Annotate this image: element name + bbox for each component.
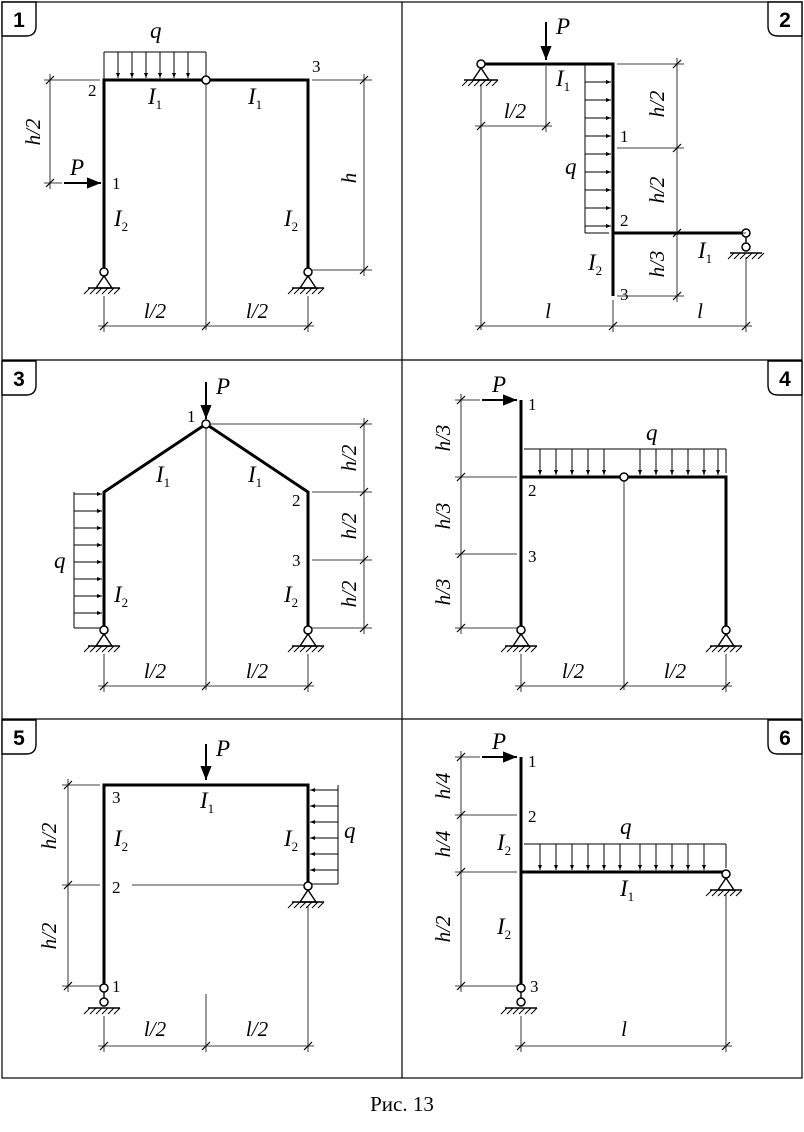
svg-text:2: 2: [528, 807, 537, 826]
svg-text:I2: I2: [496, 830, 511, 858]
svg-text:4: 4: [779, 368, 791, 391]
svg-text:h/2: h/2: [645, 90, 669, 117]
svg-text:P: P: [491, 729, 506, 754]
frame-6: P q 1 2 3 I2 I2 I1 h/4 h/4 h/2 l: [431, 729, 743, 1052]
svg-text:h/3: h/3: [431, 425, 455, 452]
svg-text:l/2: l/2: [246, 299, 269, 323]
panel-number-6: 6: [767, 719, 803, 755]
svg-text:l/2: l/2: [144, 659, 167, 683]
svg-text:2: 2: [88, 81, 97, 100]
svg-text:h/2: h/2: [431, 915, 455, 942]
svg-text:1: 1: [528, 395, 537, 414]
svg-text:l/2: l/2: [144, 1017, 167, 1041]
svg-text:3: 3: [13, 368, 25, 391]
svg-text:h/3: h/3: [431, 579, 455, 606]
svg-text:3: 3: [530, 977, 539, 996]
svg-text:l/2: l/2: [664, 659, 687, 683]
svg-text:h/2: h/2: [645, 176, 669, 203]
svg-text:2: 2: [779, 9, 791, 32]
svg-text:h/2: h/2: [337, 580, 361, 607]
panel-number-5: 5: [1, 719, 37, 755]
svg-text:I2: I2: [283, 826, 298, 854]
svg-text:I2: I2: [496, 914, 511, 942]
figure-caption: Рис. 13: [370, 1092, 434, 1116]
svg-text:3: 3: [528, 547, 537, 566]
svg-text:l: l: [621, 1017, 627, 1041]
svg-text:3: 3: [620, 285, 629, 304]
panel-number-2: 2: [767, 1, 803, 37]
svg-text:h/4: h/4: [431, 772, 455, 799]
svg-text:1: 1: [187, 407, 196, 426]
svg-text:P: P: [215, 374, 230, 399]
svg-text:1: 1: [528, 752, 537, 771]
svg-text:h/2: h/2: [337, 512, 361, 539]
svg-text:l/2: l/2: [504, 99, 527, 123]
svg-text:I1: I1: [697, 238, 712, 266]
svg-text:l/2: l/2: [246, 659, 269, 683]
svg-text:h/2: h/2: [337, 444, 361, 471]
svg-text:l: l: [545, 299, 551, 323]
svg-text:2: 2: [112, 878, 121, 897]
svg-text:h/4: h/4: [431, 830, 455, 857]
svg-text:3: 3: [312, 57, 321, 76]
svg-text:2: 2: [620, 211, 629, 230]
svg-text:I1: I1: [247, 84, 262, 112]
svg-text:q: q: [344, 818, 356, 843]
panel-number-3: 3: [1, 360, 37, 396]
svg-text:l: l: [697, 299, 703, 323]
frame-2: P q I1 I1 I2 1 2 3 l/2 h/2 h/2 h/3 l l: [461, 14, 765, 332]
svg-text:1: 1: [112, 174, 121, 193]
panel-number-1: 1: [1, 1, 37, 37]
svg-text:P: P: [491, 372, 506, 397]
svg-text:I2: I2: [283, 206, 298, 234]
svg-text:P: P: [69, 155, 84, 180]
svg-text:5: 5: [13, 727, 25, 750]
svg-text:h/3: h/3: [431, 503, 455, 530]
svg-text:I1: I1: [155, 462, 170, 490]
frame-4: P q 1 2 3 h/3 h/3 h/3 l/2 l/2: [431, 372, 743, 692]
svg-text:h/2: h/2: [21, 118, 45, 145]
svg-text:l/2: l/2: [246, 1017, 269, 1041]
svg-text:2: 2: [292, 491, 301, 510]
svg-text:l/2: l/2: [144, 299, 167, 323]
svg-text:3: 3: [112, 788, 121, 807]
svg-text:1: 1: [112, 977, 121, 996]
svg-text:q: q: [620, 814, 632, 839]
frame-5: P q 3 2 1 I1 I2 I2 h/2 h/2 l/2 l/2: [37, 736, 356, 1052]
panel-number-4: 4: [767, 360, 803, 396]
svg-text:l/2: l/2: [562, 659, 585, 683]
svg-text:I2: I2: [113, 206, 128, 234]
frame-3: P 1 2 3 q I1 I1 I2 I2 h/2 h/2 h/2 l/2 l/…: [54, 374, 372, 692]
svg-text:I1: I1: [247, 462, 262, 490]
svg-text:I2: I2: [113, 582, 128, 610]
svg-text:1: 1: [620, 127, 629, 146]
svg-text:h: h: [337, 173, 361, 184]
svg-text:2: 2: [528, 481, 537, 500]
svg-text:I2: I2: [113, 826, 128, 854]
svg-text:h/2: h/2: [37, 922, 61, 949]
svg-text:P: P: [555, 14, 570, 39]
svg-text:q: q: [54, 548, 66, 573]
svg-text:3: 3: [292, 551, 301, 570]
svg-text:I1: I1: [199, 788, 214, 816]
svg-text:q: q: [565, 154, 577, 179]
svg-text:I1: I1: [147, 84, 162, 112]
svg-text:I1: I1: [619, 876, 634, 904]
svg-text:I2: I2: [587, 250, 602, 278]
svg-text:I2: I2: [283, 582, 298, 610]
svg-text:q: q: [150, 18, 162, 43]
panel-grid: [1, 1, 803, 1079]
svg-text:6: 6: [779, 727, 791, 750]
frames-figure: 1 2 3 4 5 6: [1, 1, 803, 1079]
svg-text:h/3: h/3: [645, 251, 669, 278]
frame-1: q P 2 1 3 I1 I1 I2 I2 h/2 h l/2 l/2: [21, 18, 372, 332]
svg-text:q: q: [646, 420, 658, 445]
svg-text:1: 1: [13, 9, 25, 32]
svg-text:I1: I1: [555, 66, 570, 94]
svg-text:h/2: h/2: [37, 822, 61, 849]
svg-text:P: P: [215, 736, 230, 761]
